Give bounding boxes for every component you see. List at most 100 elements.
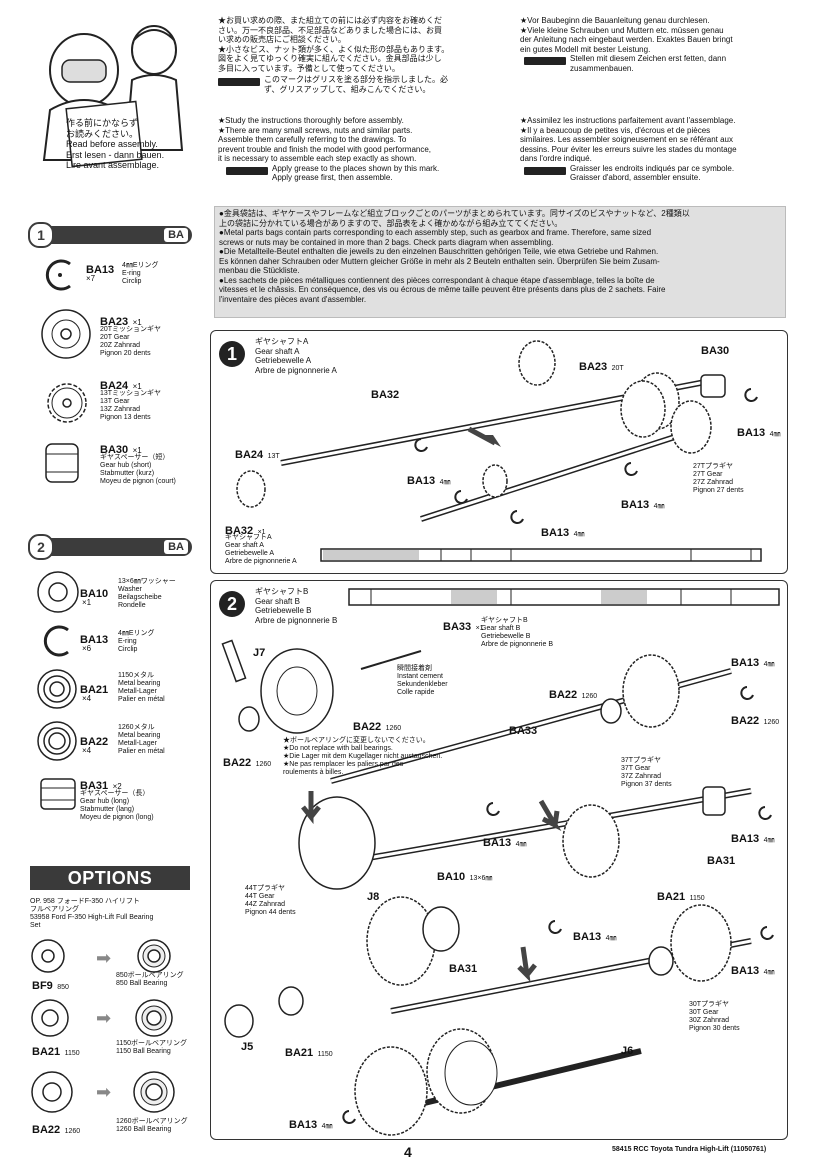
label-ba23: BA23 [579, 361, 608, 373]
label-ba22: BA22 [353, 721, 382, 733]
part-code: BA24 [100, 380, 129, 392]
bags-note-line: ●Metal parts bags contain parts correspo… [219, 228, 652, 237]
bags-note-line: 上の袋詰に分かれている場合がありますので、部品表をよく確かめながら組み立ててくだ… [219, 218, 563, 228]
label-ba23-size: 20T [611, 365, 624, 372]
step1-part-ba30: BA30 ×1 ギヤスペーサー（短） Gear hub (short) Stab… [40, 438, 210, 498]
option-row-bf9: ➡ BF9 850 850ボールベアリング 850 Ball Bearing [30, 936, 220, 992]
intro-jp: ★お買い求めの際、また組立ての前には必ず内容をお確めくだ さい。万一不良部品、不… [218, 16, 498, 94]
part-qty: ×1 [132, 318, 142, 327]
step2-part-ba31: BA31 ×2 ギヤスペーサー（長） Gear hub (long) Stabm… [36, 774, 212, 830]
label-ba13: BA13 [731, 657, 760, 669]
label-j7: J7 [253, 647, 266, 659]
intro-en-line: ★Study the instructions thoroughly befor… [218, 116, 404, 125]
part-code: BA13 [80, 634, 109, 646]
step2-exploded-view [221, 588, 780, 1136]
intro-jp-line: ★小さなビス、ナット類が多く、よく似た形の部品もあります。 [218, 44, 450, 54]
intro-de-line: ★Viele kleine Schrauben und Muttern etc.… [520, 25, 724, 35]
bags-note-line: screws or nuts may be contained in more … [219, 237, 554, 247]
label-ba13: BA13 [737, 427, 766, 439]
intro-jp-line: い求めの販売店にご相談ください。 [218, 35, 346, 44]
label-ba13-size: 4㎜ [573, 531, 585, 538]
intro-de-line: ★Vor Baubeginn die Bauanleitung genau du… [520, 16, 710, 25]
label-ba13: BA13 [731, 965, 760, 977]
label-ba13: BA13 [731, 833, 760, 845]
part-name: 1150メタル Metal bearing Metall-Lager Palie… [118, 672, 165, 703]
bearing-icon [31, 1071, 73, 1113]
label-ba32-note-code: BA32 [225, 525, 254, 537]
bags-note-line: ●Die Metallteile-Beutel enthalten die je… [219, 247, 659, 256]
part-name: ギヤスペーサー（短） Gear hub (short) Stabmutter (… [100, 454, 176, 485]
bags-note-line: menbau die Stückliste. [219, 266, 300, 275]
grease-mark-icon [524, 57, 566, 65]
label-ba10: BA10 [437, 871, 466, 883]
intro-jp-line: ★お買い求めの際、また組立ての前には必ず内容をお確めくだ [218, 16, 442, 25]
label-ba31: BA31 [707, 855, 736, 867]
label-gear30: 30Tプラギヤ 30T Gear 30Z Zahnrad Pignon 30 d… [689, 1001, 740, 1032]
option-size: 1150 [64, 1050, 80, 1057]
label-j6: J6 [621, 1045, 634, 1057]
gear-20t-icon [41, 309, 91, 359]
intro-de: ★Vor Baubeginn die Bauanleitung genau du… [520, 16, 800, 73]
label-ba33-code: BA33 [443, 621, 472, 633]
arrow-right-icon: ➡ [96, 1082, 112, 1102]
label-gear44: 44Tプラギヤ 44T Gear 44Z Zahnrad Pignon 44 d… [245, 885, 296, 916]
arrow-right-icon: ➡ [96, 948, 112, 968]
label-ba13: BA13 [541, 527, 570, 539]
option-code: BA21 [32, 1046, 61, 1058]
label-ba22-size: 1260 [255, 761, 272, 768]
part-name: 13×6㎜ワッシャー Washer Beilagscheibe Rondelle [118, 578, 176, 609]
part-code: BA23 [100, 316, 129, 328]
label-ba33-name: ギヤシャフトB Gear shaft B Getriebewelle B Arb… [481, 617, 553, 648]
part-code: BA21 [80, 684, 109, 696]
intro-fr-line: similaires. Les assembler soigneusement … [520, 135, 733, 144]
metal-bearing-icon [37, 721, 77, 761]
label-ba13: BA13 [483, 837, 512, 849]
part-qty: ×4 [82, 694, 92, 703]
read-before-block: 作る前にかならず お読みください。 Read before assembly. … [66, 118, 186, 171]
step2-title: ギヤシャフトB Gear shaft B Getriebewelle B Arb… [255, 587, 338, 625]
bags-note-line: vitesses et le châssis. En conséquence, … [219, 285, 666, 294]
label-ba21-size: 1150 [317, 1051, 333, 1058]
option-row-ba21: ➡ BA21 1150 1150ボールベアリング 1150 Ball Beari… [30, 996, 220, 1058]
label-ba13-size: 4㎜ [763, 969, 775, 976]
read-before-en: Read before assembly. [66, 139, 158, 149]
label-gear27: 27Tプラギヤ 27T Gear 27Z Zahnrad Pignon 27 d… [693, 463, 744, 494]
intro-en-grease: Apply grease to the places shown by this… [272, 163, 440, 183]
step2-bag-badge: BA [164, 540, 188, 554]
option-size: 850 [57, 984, 69, 991]
label-ba13-size: 4㎜ [653, 503, 665, 510]
intro-jp-grease: このマークはグリスを塗る部分を指示しました。必 ず、グリスアップして、組みこんで… [264, 75, 448, 94]
step1-parts-header: 1 BA [28, 222, 192, 248]
label-ba10-size: 13×6㎜ [469, 875, 493, 882]
intro-jp-line: さい。万一不良部品、不足部品などありました場合には、お買 [218, 25, 442, 35]
step1-exploded-view [236, 340, 762, 562]
part-name: 1260メタル Metal bearing Metall-Lager Palie… [118, 724, 165, 755]
label-ba13: BA13 [621, 499, 650, 511]
options-title: OPTIONS [30, 866, 190, 890]
intro-en-line: prevent trouble and finish the model wit… [218, 144, 432, 154]
label-ba13: BA13 [573, 931, 602, 943]
step2-number: 2 [28, 534, 54, 560]
intro-fr-line: dessins. Pour éviter les erreurs suivre … [520, 144, 737, 154]
part-name: 13Tミッションギヤ 13T Gear 13Z Zahnrad Pignon 1… [100, 390, 162, 421]
part-code: BA10 [80, 588, 109, 600]
e-ring-icon [43, 625, 69, 657]
part-name: 20Tミッションギヤ 20T Gear 20Z Zahnrad Pignon 2… [100, 326, 162, 357]
step1-diagram: 1 ギヤシャフトA Gear shaft A Getriebewelle A A… [210, 330, 788, 574]
ball-bearing-icon [135, 999, 173, 1037]
label-ba30: BA30 [701, 345, 730, 357]
label-ba32-note-qty: ×1 [257, 529, 266, 536]
label-ba32: BA32 [371, 389, 400, 401]
step1-number: 1 [28, 222, 54, 248]
e-ring-icon [45, 259, 71, 291]
bags-note-line: Es können daher Schrauben oder Muttern g… [219, 256, 660, 266]
step1-part-ba13: BA13 ×7 4㎜Eリング E-ring Circlip [40, 258, 210, 298]
part-qty: ×1 [132, 382, 142, 391]
label-ba13-size: 4㎜ [769, 431, 781, 438]
intro-en: ★Study the instructions thoroughly befor… [218, 116, 498, 183]
product-code: 58415 RCC Toyota Tundra High-Lift (11050… [612, 1146, 767, 1153]
bearing-icon [31, 999, 69, 1037]
label-ba32-note: ギヤシャフトA Gear shaft A Getriebewelle A Arb… [225, 534, 297, 565]
label-ba22-size: 1260 [581, 693, 598, 700]
label-ba24-size: 13T [267, 453, 280, 460]
